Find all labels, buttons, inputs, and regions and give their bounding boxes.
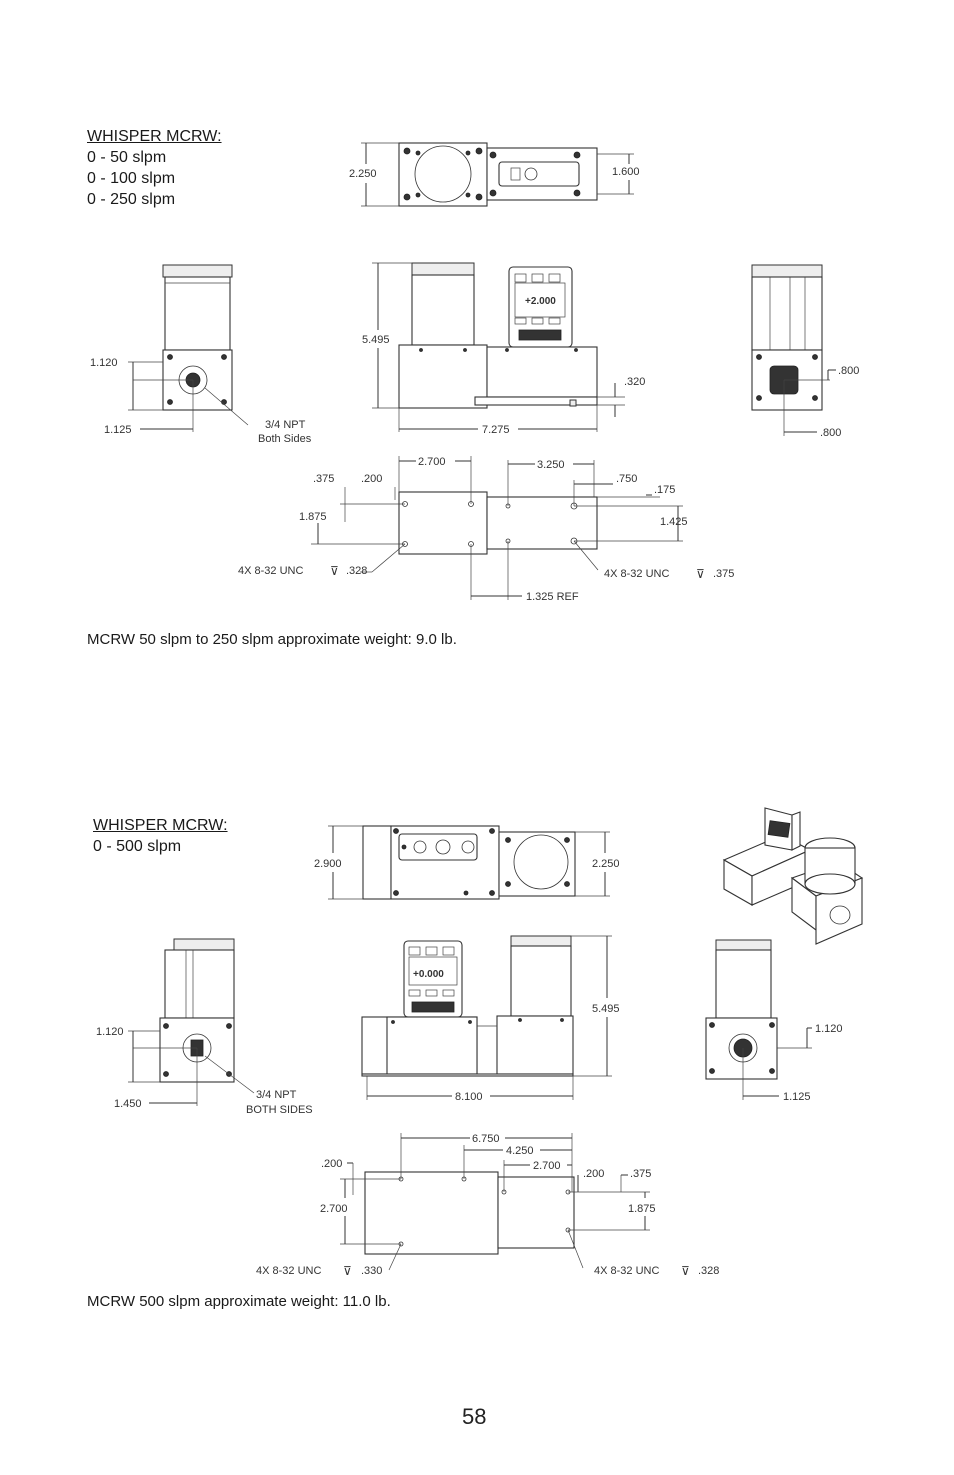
section2-title: WHISPER MCRW:: [93, 817, 228, 834]
s2-thread-right-label: 4X 8-32 UNC: [594, 1265, 659, 1277]
s1-left-port-offset-label: 1.125: [104, 424, 132, 436]
s1-front-foot-label: .320: [624, 376, 645, 388]
s2-thread-right-symbol: ⊽: [681, 1264, 690, 1278]
s1-left-view: 1.120 1.125 3/4 NPT Both Sides: [90, 264, 312, 445]
s1-front-length-label: 7.275: [482, 424, 510, 436]
s2-right-port-height-label: 1.120: [815, 1023, 843, 1035]
s2-npt-label: 3/4 NPT: [256, 1089, 297, 1101]
s2-left-view: 1.120 1.450 3/4 NPT BOTH SIDES: [96, 938, 313, 1116]
s1-front-view: +2.000 5.495 7.275 .320: [362, 262, 645, 436]
section1-range: 0 - 50 slpm: [87, 149, 167, 166]
s2-top-view: 2.900 2.250: [314, 825, 620, 900]
s2-bottom-4250-label: 4.250: [506, 1145, 534, 1157]
s1-right-port-b-label: .800: [820, 427, 841, 439]
section1-weight-note: MCRW 50 slpm to 250 slpm approximate wei…: [87, 631, 457, 648]
s1-bottom-2700-label: 2.700: [418, 456, 446, 468]
s2-bottom-2700a-label: 2.700: [533, 1160, 561, 1172]
svg-text:+2.000: +2.000: [525, 296, 556, 307]
s1-bottom-view: 2.700 3.250 .375 .200 1.875 .750 .175 1.…: [238, 456, 734, 603]
s1-top-view: 2.250 1.600: [349, 142, 640, 207]
s1-right-port-a-label: .800: [838, 365, 859, 377]
s1-top-display-label: 1.600: [612, 166, 640, 178]
s2-bottom-375-label: .375: [630, 1168, 651, 1180]
s2-bottom-200b-label: .200: [583, 1168, 604, 1180]
s1-npt-label: 3/4 NPT: [265, 419, 306, 431]
s2-front-height-label: 5.495: [592, 1003, 620, 1015]
section1-range: 0 - 250 slpm: [87, 191, 176, 208]
s1-bottom-200-label: .200: [361, 473, 382, 485]
section1-title: WHISPER MCRW:: [87, 128, 222, 145]
s1-left-port-height-label: 1.120: [90, 357, 118, 369]
s1-npt-sub-label: Both Sides: [258, 433, 312, 445]
s1-top-height-label: 2.250: [349, 168, 377, 180]
s2-front-length-label: 8.100: [455, 1091, 483, 1103]
s1-thread-right-label: 4X 8-32 UNC: [604, 568, 669, 580]
s1-thread-right-depth-label: .375: [713, 568, 734, 580]
section1-range: 0 - 100 slpm: [87, 170, 176, 187]
s1-thread-right-symbol: ⊽: [696, 567, 705, 581]
s2-thread-left-depth-label: .330: [361, 1265, 382, 1277]
s2-left-port-offset-label: 1.450: [114, 1098, 142, 1110]
s2-front-view: +0.000 5.495 8.100: [361, 935, 620, 1103]
s2-thread-right-depth-label: .328: [698, 1265, 719, 1277]
s2-thread-left-label: 4X 8-32 UNC: [256, 1265, 321, 1277]
section2-weight-note: MCRW 500 slpm approximate weight: 11.0 l…: [87, 1293, 391, 1310]
s2-top-height-right-label: 2.250: [592, 858, 620, 870]
s2-top-height-label: 2.900: [314, 858, 342, 870]
s1-bottom-750-label: .750: [616, 473, 637, 485]
s2-bottom-6750-label: 6.750: [472, 1133, 500, 1145]
page-number: 58: [462, 1404, 487, 1429]
s2-thread-left-symbol: ⊽: [343, 1264, 352, 1278]
s1-thread-left-label: 4X 8-32 UNC: [238, 565, 303, 577]
s2-left-port-height-label: 1.120: [96, 1026, 124, 1038]
s2-bottom-view: 6.750 4.250 2.700 .200 2.700 .200 .375 1…: [256, 1133, 719, 1278]
s1-bottom-3250-label: 3.250: [537, 459, 565, 471]
s1-right-view: .800 .800: [751, 264, 859, 439]
s1-thread-left-symbol: ⊽: [330, 564, 339, 578]
section2-title-block: WHISPER MCRW: 0 - 500 slpm: [93, 815, 228, 857]
s2-right-view: 1.120 1.125: [705, 939, 843, 1103]
s2-isometric-view: [722, 807, 864, 945]
s1-bottom-1875-label: 1.875: [299, 511, 327, 523]
s2-npt-sub-label: BOTH SIDES: [246, 1104, 313, 1116]
s2-bottom-1875-label: 1.875: [628, 1203, 656, 1215]
s1-bottom-1425-label: 1.425: [660, 516, 688, 528]
s1-front-height-label: 5.495: [362, 334, 390, 346]
s1-bottom-175-label: .175: [654, 484, 675, 496]
s1-thread-left-depth-label: .328: [346, 565, 367, 577]
section2-range: 0 - 500 slpm: [93, 838, 182, 855]
svg-text:+0.000: +0.000: [413, 969, 444, 980]
s2-bottom-2700b-label: 2.700: [320, 1203, 348, 1215]
section1-title-block: WHISPER MCRW: 0 - 50 slpm 0 - 100 slpm 0…: [87, 126, 222, 210]
s2-right-port-offset-label: 1.125: [783, 1091, 811, 1103]
s1-bottom-375-label: .375: [313, 473, 334, 485]
s2-bottom-200a-label: .200: [321, 1158, 342, 1170]
s1-bottom-ref-label: 1.325 REF: [526, 591, 579, 603]
